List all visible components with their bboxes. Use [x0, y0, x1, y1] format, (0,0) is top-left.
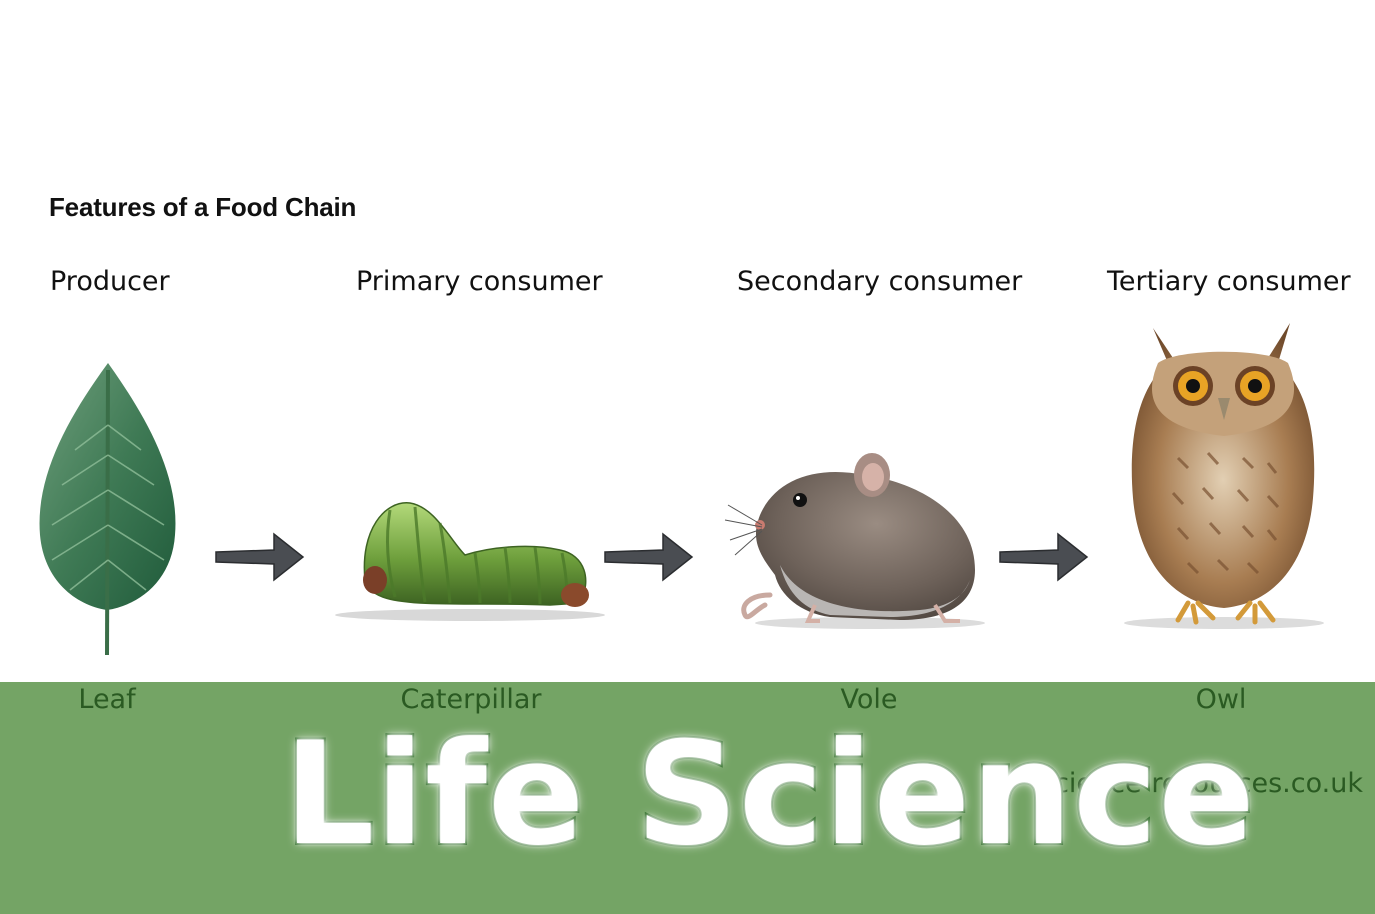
organism-label-caterpillar: Caterpillar: [400, 684, 542, 715]
vole-icon: [724, 453, 985, 629]
caterpillar-icon: [335, 502, 605, 621]
arrow-right-icon: [999, 532, 1089, 582]
leaf-icon: [39, 363, 176, 656]
organism-label-vole: Vole: [840, 684, 898, 715]
organism-label-owl: Owl: [1195, 684, 1247, 715]
credit-text: science-resources.co.uk: [1040, 768, 1363, 799]
role-label-producer: Producer: [50, 266, 170, 297]
role-label-primary-consumer: Primary consumer: [356, 266, 603, 297]
arrow-right-icon: [604, 532, 694, 582]
role-label-secondary-consumer: Secondary consumer: [737, 266, 1023, 297]
role-label-tertiary-consumer: Tertiary consumer: [1107, 266, 1351, 297]
owl-icon: [1124, 323, 1324, 629]
organism-label-leaf: Leaf: [78, 684, 136, 715]
banner-title: Life Science: [282, 710, 1257, 879]
arrow-right-icon: [215, 532, 305, 582]
banner: [0, 682, 1375, 914]
diagram-title: Features of a Food Chain: [49, 192, 357, 222]
